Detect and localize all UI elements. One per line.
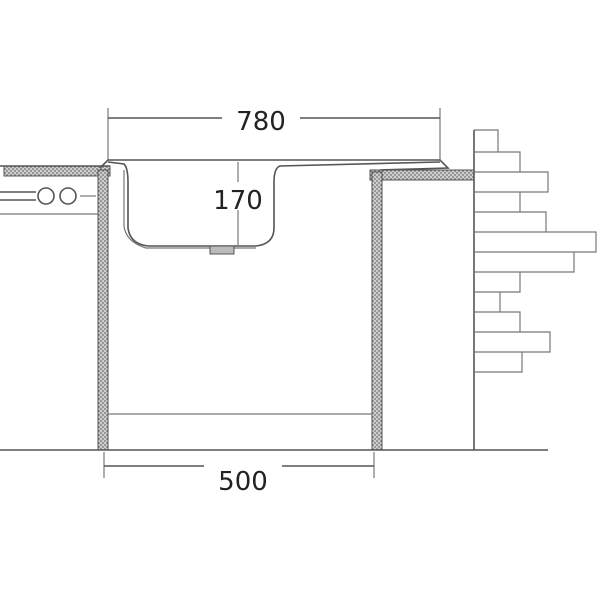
countertop-right <box>369 169 475 181</box>
dimension-depth-label: 170 <box>213 186 263 216</box>
dimension-bottom: 500 <box>103 452 375 497</box>
countertop-left <box>0 165 111 177</box>
dimension-bottom-label: 500 <box>218 467 268 497</box>
sink-bowl <box>99 159 450 255</box>
pipe-connector-icon <box>0 187 96 205</box>
drain <box>209 245 235 255</box>
cabinet-wall-left <box>97 169 109 451</box>
cabinet-wall-right <box>371 171 383 451</box>
cabinet <box>0 169 548 451</box>
dimension-top: 780 <box>107 107 441 160</box>
brick-wall <box>473 129 597 450</box>
dimension-depth: 170 <box>213 162 263 246</box>
dimension-top-label: 780 <box>236 107 286 137</box>
